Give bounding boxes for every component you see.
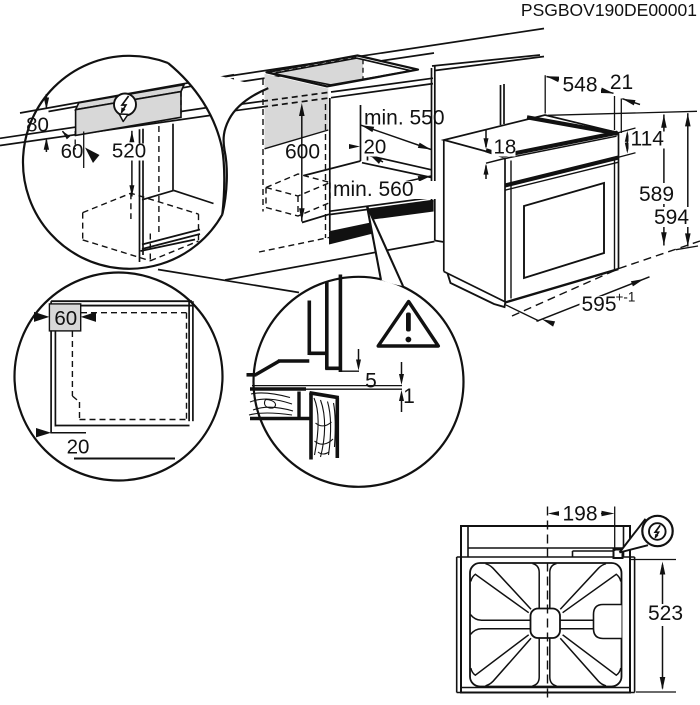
svg-text:min. 550: min. 550: [364, 107, 445, 130]
svg-text:198: 198: [562, 503, 597, 526]
svg-text:min. 560: min. 560: [333, 178, 414, 201]
svg-text:20: 20: [364, 136, 387, 159]
svg-text:595: 595: [582, 293, 617, 316]
svg-text:1: 1: [403, 385, 415, 408]
svg-text:PSGBOV190DE00001: PSGBOV190DE00001: [521, 0, 697, 20]
svg-text:60: 60: [54, 307, 77, 330]
svg-text:114: 114: [631, 128, 665, 151]
svg-text:80: 80: [26, 114, 49, 137]
svg-text:18: 18: [494, 136, 517, 159]
svg-text:548: 548: [562, 74, 597, 97]
svg-text:523: 523: [648, 602, 683, 625]
svg-text:20: 20: [67, 436, 90, 459]
svg-text:21: 21: [610, 71, 633, 94]
svg-text:589: 589: [639, 183, 674, 206]
svg-text:+-1: +-1: [616, 290, 636, 305]
svg-text:594: 594: [654, 206, 689, 229]
svg-text:5: 5: [365, 370, 377, 393]
svg-text:60: 60: [61, 140, 84, 163]
svg-text:600: 600: [285, 141, 320, 164]
svg-text:520: 520: [112, 140, 146, 163]
